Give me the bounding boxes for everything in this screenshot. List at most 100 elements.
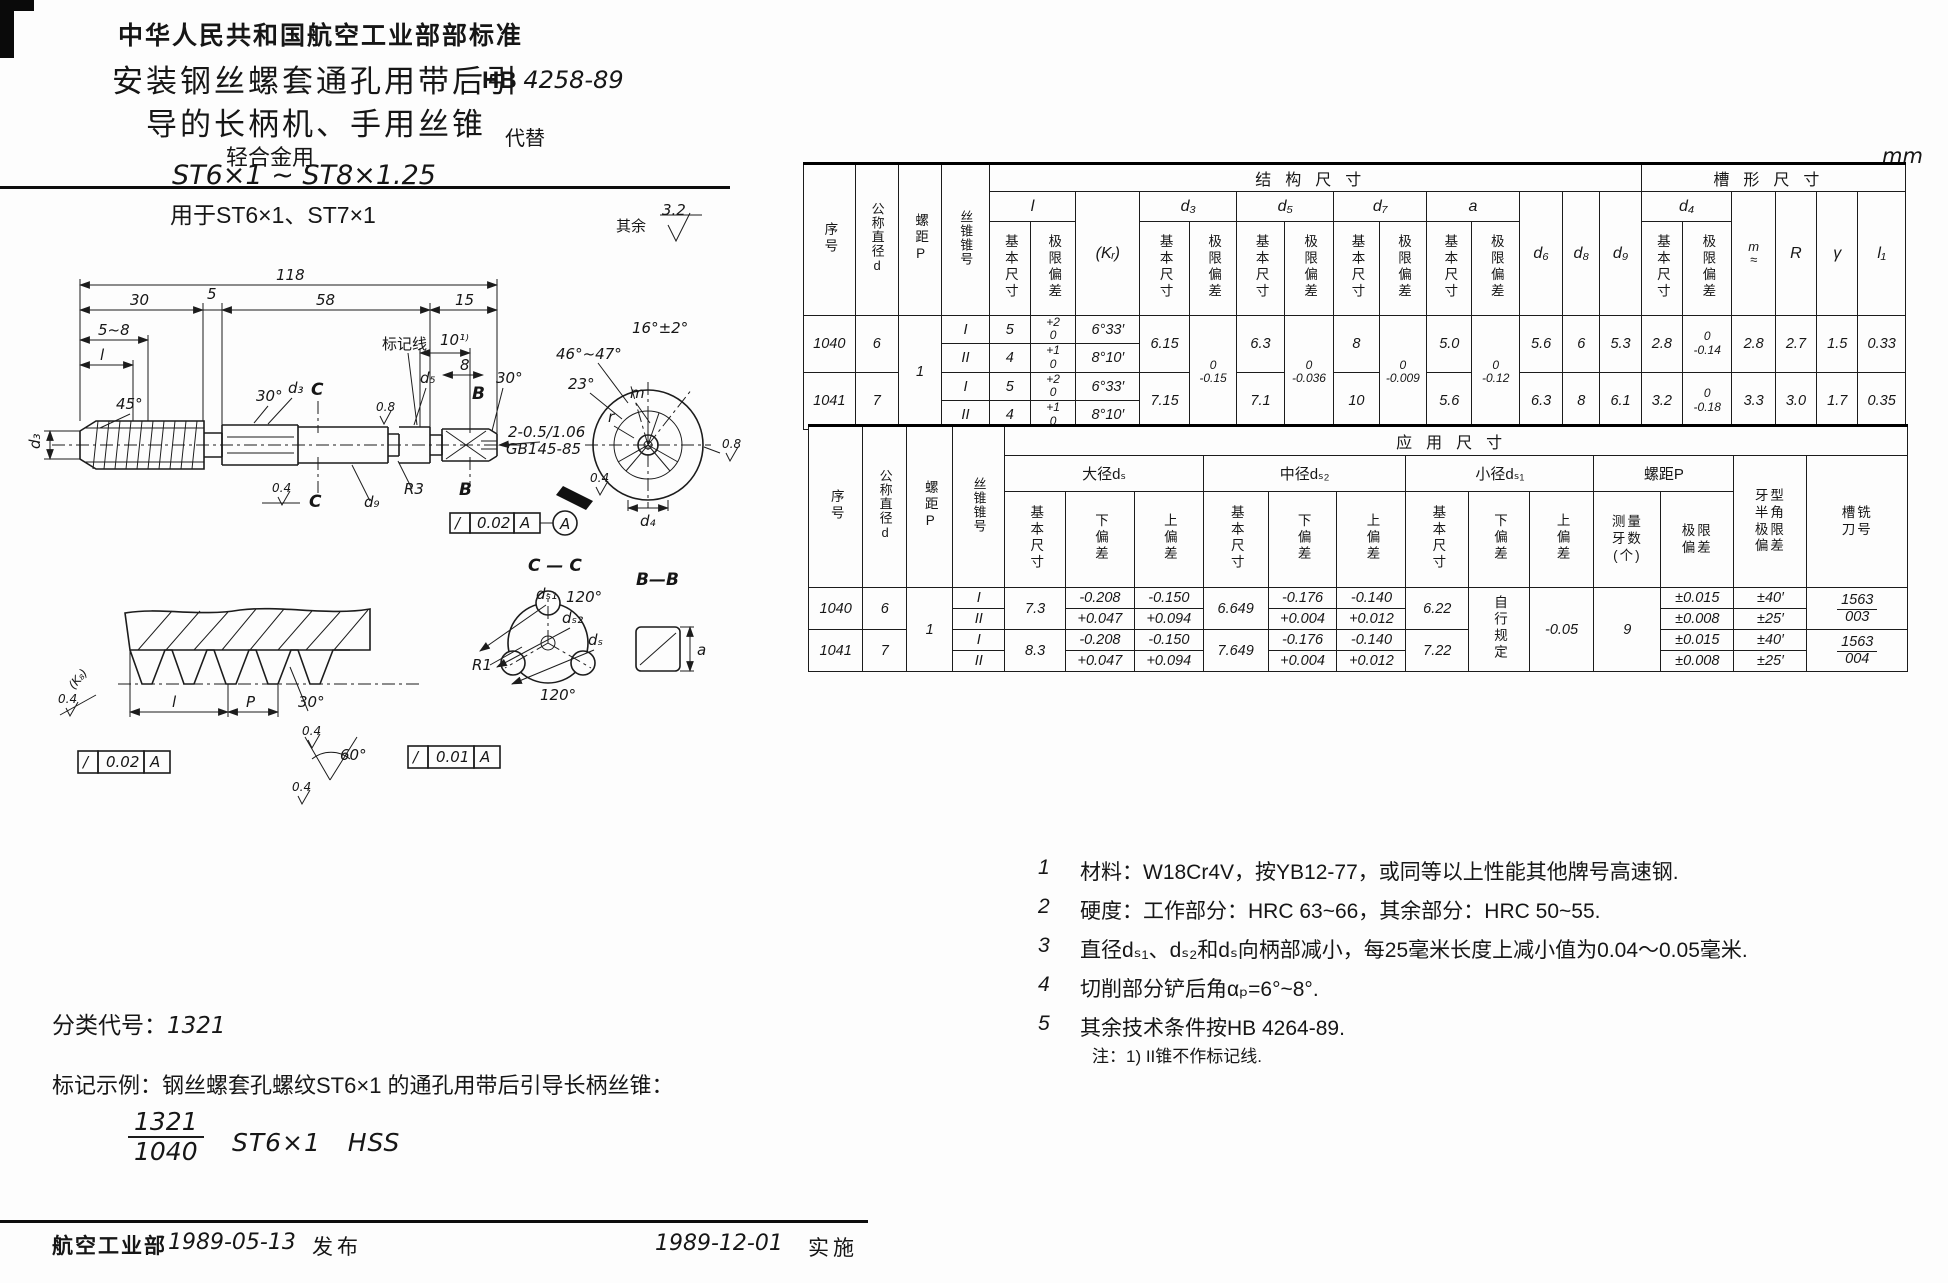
t1-d3: 6.15: [1139, 315, 1190, 373]
surface-finish-note: 其余 3.2: [616, 201, 702, 243]
t2-h-teeth: 测量 牙数 (个): [1593, 491, 1662, 588]
fraction-denominator: 1040: [134, 1136, 198, 1166]
dim-58: 58: [316, 291, 335, 309]
t1-d7: 8: [1333, 315, 1380, 373]
t2-h-cutter: 槽铣 刀号: [1806, 455, 1908, 588]
k8-label: (K₈): [66, 666, 91, 692]
t1-h-a-basic: 基本尺寸: [1426, 221, 1473, 316]
t2-h-pitch-dev: 极限 偏差: [1660, 491, 1735, 588]
document-title-line1: 安装钢丝螺套通孔用带后引: [112, 64, 520, 99]
note-item: 2 硬度：工作部分：HRC 63~66，其余部分：HRC 50~55.: [1038, 895, 1748, 925]
t2-taper: I: [952, 587, 1006, 609]
standard-prefix: HB: [482, 67, 517, 94]
dim-10: 10¹⁾: [440, 331, 469, 349]
t1-seq: 1040: [803, 315, 856, 373]
footer-rule: [0, 1220, 868, 1223]
section-c-top: C: [311, 380, 324, 400]
dim-l: l: [100, 346, 105, 364]
t1-pitch: 1: [897, 315, 943, 430]
t1-a: 5.0: [1426, 315, 1473, 373]
t2-ha-dev: ±25′: [1733, 650, 1808, 672]
rough-04-thread: 0.4: [272, 481, 291, 495]
note-text: 切削部分铲后角αₚ=6°~8°.: [1080, 978, 1319, 1001]
table-row: 1041 7 I 5 +2 0 6°33′ 7.15 7.1 10 5.6 6.…: [803, 371, 1906, 430]
t1-h-d3: d₃: [1139, 191, 1238, 222]
header-rule: [0, 186, 730, 189]
technical-notes: 1 材料：W18Cr4V，按YB12-77，或同等以上性能其他牌号高速钢. 2 …: [1038, 856, 1748, 1051]
t2-seq: 1041: [807, 629, 864, 672]
section-c-bottom: C: [309, 492, 322, 512]
footer-publish-date: 1989-05-13: [168, 1230, 296, 1255]
classification-label: 分类代号：: [52, 1012, 167, 1038]
rough-08-shank: 0.8: [376, 400, 395, 414]
t2-ds: 7.3: [1004, 587, 1066, 630]
tol-value: 0.02: [477, 514, 510, 532]
standard-authority-title: 中华人民共和国航空工业部部标准: [118, 22, 524, 50]
t2-h-ds2-upper: 上偏差: [1336, 491, 1407, 588]
t1-h-d7-dev: 极限偏差: [1378, 221, 1428, 316]
angle-30-end: 30°: [496, 369, 523, 387]
note-number: 3: [1038, 934, 1050, 957]
t1-h-taper: 丝锥锥号: [941, 163, 990, 316]
t2-ds-hi: -0.150: [1133, 629, 1204, 651]
section-cc-title: C — C: [528, 556, 582, 576]
t1-d9: 6.1: [1599, 371, 1642, 430]
t1-h-struct-group: 结构尺寸: [988, 163, 1642, 192]
angle-46-47: 46°~47°: [556, 345, 622, 363]
angle-60: 60°: [340, 746, 367, 764]
footer-implement-date: 1989-12-01: [655, 1231, 783, 1256]
applies-to-note: 用于ST6×1、ST7×1: [170, 202, 376, 228]
t1-gamma: 1.7: [1816, 371, 1859, 430]
t2-h-ds-lower: 下偏差: [1064, 491, 1135, 588]
t1-h-d7-basic: 基本尺寸: [1333, 221, 1380, 316]
angle-30-tooth: 30°: [298, 693, 325, 711]
t1-l: 5: [988, 371, 1031, 402]
t2-h-app-group: 应用尺寸: [1004, 425, 1908, 456]
tolerance-frame-profile-2: / 0.01 A: [407, 745, 501, 769]
t1-h-dia: 公称直径d: [854, 163, 899, 316]
dim-5to8: 5~8: [98, 321, 130, 339]
t2-h-dia: 公称直径d: [862, 425, 908, 588]
rough-04-end: 0.4: [590, 471, 609, 485]
t1-h-a: a: [1426, 191, 1520, 222]
footer-implement-label: 实施: [808, 1237, 858, 1260]
t2-ha-dev: ±40′: [1733, 587, 1808, 609]
ds1-label: dₛ₁: [536, 585, 557, 603]
example-code: ST6×1: [232, 1128, 321, 1157]
table-row: II 4 +1 0 8°10′: [804, 343, 1906, 373]
ds2-label: dₛ₂: [562, 609, 583, 627]
t2-teeth: 9: [1593, 587, 1662, 672]
t1-d4-dev: 0 -0.14: [1681, 315, 1733, 373]
a-dim-label: a: [697, 641, 706, 659]
t2-h-ds2-lower: 下偏差: [1267, 491, 1338, 588]
d4-dim-label: d₄: [640, 512, 656, 530]
technical-drawing: 其余 3.2 d₃: [26, 201, 741, 806]
replaces-label: 代替: [505, 128, 545, 150]
dim-8: 8: [460, 356, 470, 374]
t1-h-d5-basic: 基本尺寸: [1236, 221, 1285, 316]
angle-30-flute: 30°: [256, 387, 283, 405]
footer-organization: 航空工业部: [52, 1235, 167, 1258]
t1-h-d3-dev: 极限偏差: [1188, 221, 1238, 316]
rough-08-end: 0.8: [722, 437, 741, 451]
footer-publish-label: 发布: [312, 1236, 362, 1259]
tol1-symbol: /: [81, 753, 90, 771]
dim-p: P: [246, 693, 256, 711]
note-item: 1 材料：W18Cr4V，按YB12-77，或同等以上性能其他牌号高速钢.: [1038, 856, 1748, 886]
dim-30: 30: [130, 291, 149, 309]
marking-example-fraction: 1321 1040: [128, 1108, 204, 1165]
angle-45: 45°: [116, 395, 143, 413]
t1-h-groove-group: 槽形尺寸: [1640, 163, 1907, 192]
t2-ds1-lower-note: 自行规定: [1468, 587, 1530, 672]
section-c-c: C — C 120° 120° R1: [472, 556, 602, 704]
t1-d5-dev: 0 -0.036: [1283, 315, 1335, 430]
thread-profile-detail: dₛ₁ dₛ₂ dₛ (K₈) 0.4 l P 30° 0.4 60° 0.4: [58, 585, 603, 806]
t1-h-d4: d₄: [1640, 191, 1733, 222]
t2-ds1-upper: -0.05: [1528, 587, 1595, 672]
t2-p-dev: ±0.008: [1660, 608, 1735, 630]
t1-h-d5-dev: 极限偏差: [1283, 221, 1335, 316]
t2-h-taper: 丝锥锥号: [952, 425, 1006, 588]
t2-taper: II: [952, 650, 1006, 672]
t1-kr: 8°10′: [1075, 343, 1141, 373]
t1-d4-dev: 0 -0.18: [1681, 371, 1733, 430]
